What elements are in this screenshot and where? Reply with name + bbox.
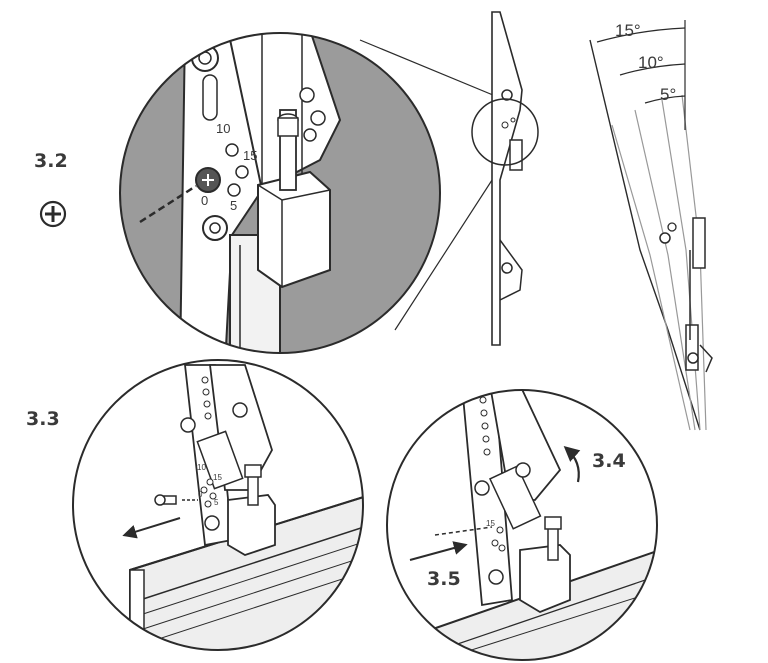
step-label-3-4: 3.4 [592, 450, 626, 472]
right-hole-label-15: 15 [486, 519, 495, 528]
hole-label-10: 10 [216, 121, 230, 136]
step-label-3-2: 3.2 [34, 150, 68, 172]
step-label-3-3: 3.3 [26, 408, 60, 430]
phillips-screwdriver-icon [39, 200, 67, 228]
hole-label-15: 15 [243, 148, 257, 163]
small-hole-label-10: 10 [197, 463, 206, 472]
locking-block [257, 170, 331, 289]
hole-label-5: 5 [230, 198, 237, 213]
zoom-connector-bottom [394, 159, 506, 331]
rotate-arrow [563, 445, 581, 483]
detail-focus-circle [471, 98, 539, 166]
screw-insert-path [139, 184, 197, 224]
tilt-angle-diagram [589, 20, 713, 431]
angle-label-15: 15° [615, 21, 641, 40]
step-3-3-circle: 10 15 0 5 [72, 359, 364, 651]
zoom-detail-circle: 10 15 0 5 [119, 32, 506, 354]
small-hole-label-15: 15 [213, 473, 222, 482]
hole-label-0: 0 [201, 193, 208, 208]
locking-block-right [519, 544, 571, 614]
push-arrow [409, 541, 468, 561]
locking-block-small [227, 494, 276, 556]
small-hole-label-0: 0 [198, 490, 203, 499]
step-3-4-3-5-circle: 15 [386, 389, 658, 661]
angle-label-5: 5° [660, 85, 676, 104]
small-hole-label-5: 5 [214, 498, 219, 507]
bracket-side-view [471, 11, 539, 346]
angle-label-10: 10° [638, 53, 664, 72]
pull-arrow [122, 517, 181, 539]
zoom-connector-top [359, 39, 506, 101]
step-label-3-5: 3.5 [427, 568, 461, 590]
